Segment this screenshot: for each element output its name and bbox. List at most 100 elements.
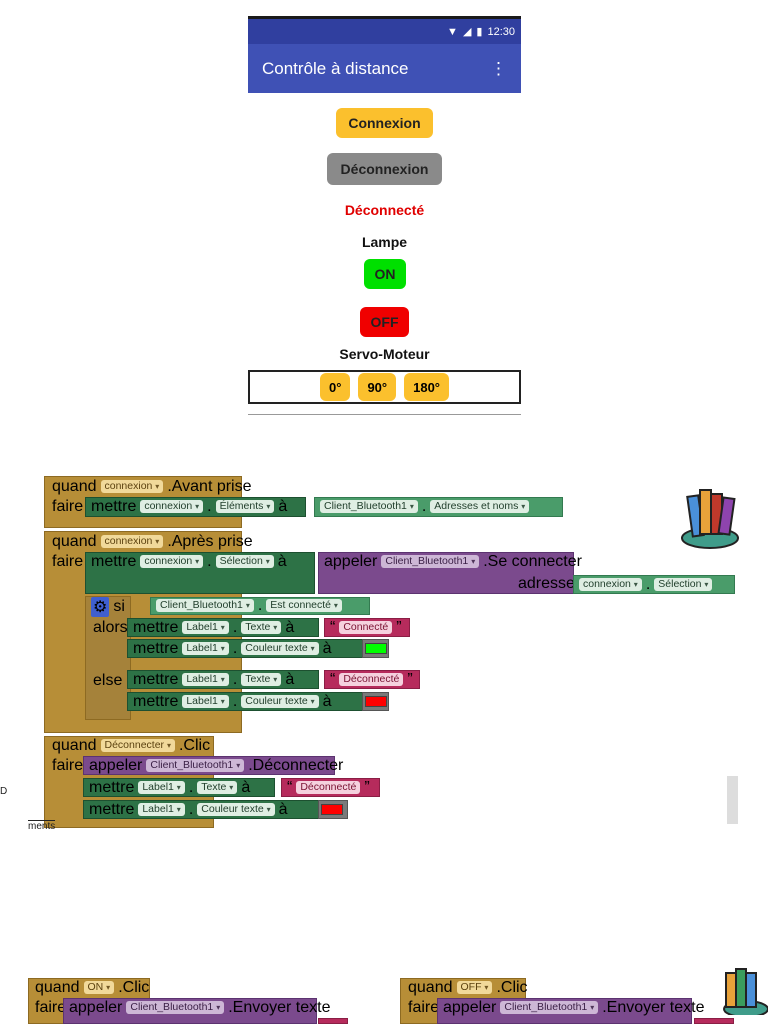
a-label: à: [322, 692, 332, 710]
texte-dropdown[interactable]: Texte ▾: [241, 673, 282, 686]
side-fragment: D: [0, 786, 8, 797]
servo-0-button[interactable]: 0°: [320, 373, 351, 401]
client-dropdown[interactable]: Client_Bluetooth1 ▾: [156, 599, 254, 612]
appeler-label: appeler: [69, 998, 123, 1016]
if-else-block[interactable]: [85, 596, 131, 720]
off-button[interactable]: OFF: [360, 307, 409, 337]
set-label-color-row: mettre Label1 ▾ . Couleur texte ▾ à: [89, 800, 288, 818]
text-deconnecte-row: “Déconnecté”: [330, 670, 413, 688]
color-red-block[interactable]: [362, 692, 389, 711]
deconnecte-text[interactable]: Déconnecté: [339, 673, 404, 686]
alors-label-row: alors: [88, 619, 133, 636]
mettre-label: mettre: [89, 800, 135, 818]
green-swatch[interactable]: [365, 643, 387, 654]
deconnecter-dropdown[interactable]: Déconnecter ▾: [100, 739, 175, 752]
texte-dropdown[interactable]: Texte ▾: [197, 781, 238, 794]
gear-icon[interactable]: ⚙: [91, 596, 110, 617]
app-title: Contrôle à distance: [262, 58, 409, 78]
wifi-icon: ▼: [447, 25, 458, 38]
couleur-dropdown[interactable]: Couleur texte ▾: [241, 695, 319, 708]
red-swatch[interactable]: [321, 804, 343, 815]
divider: [248, 414, 521, 415]
connexion-dropdown[interactable]: connexion ▾: [579, 578, 642, 591]
text-value-block[interactable]: [694, 1018, 734, 1024]
a-label: à: [285, 618, 295, 636]
faire-label-row: faire: [403, 999, 444, 1016]
connexion-dropdown[interactable]: connexion ▾: [100, 535, 164, 548]
method-name: .Envoyer texte: [602, 998, 705, 1016]
red-swatch[interactable]: [365, 696, 387, 707]
off-dropdown[interactable]: OFF ▾: [456, 981, 493, 994]
client-dropdown[interactable]: Client_Bluetooth1 ▾: [381, 555, 480, 568]
call-envoyer-row: appeler Client_Bluetooth1 ▾ .Envoyer tex…: [64, 999, 336, 1016]
label1-dropdown[interactable]: Label1 ▾: [182, 695, 229, 708]
quand-label: quand: [52, 477, 97, 495]
elements-dropdown[interactable]: Éléments ▾: [215, 500, 275, 513]
trash-icon[interactable]: [720, 965, 768, 1015]
quand-label: quand: [408, 978, 453, 996]
connexion-dropdown[interactable]: connexion ▾: [100, 480, 164, 493]
set-label-text-row: mettre Label1 ▾ . Texte ▾ à: [133, 618, 295, 636]
couleur-dropdown[interactable]: Couleur texte ▾: [241, 642, 319, 655]
client-dropdown[interactable]: Client_Bluetooth1 ▾: [500, 1001, 599, 1014]
si-label: si: [113, 597, 125, 615]
get-connexion-selection-row: connexion ▾ . Sélection ▾: [574, 576, 717, 593]
servo-button-row: 0° 90° 180°: [248, 370, 521, 404]
connexion-dropdown[interactable]: connexion ▾: [140, 555, 204, 568]
texte-dropdown[interactable]: Texte ▾: [241, 621, 282, 634]
color-red-block[interactable]: [318, 800, 348, 819]
selection-dropdown[interactable]: Sélection ▾: [654, 578, 713, 591]
connect-button[interactable]: Connexion: [336, 108, 433, 138]
servo-180-button[interactable]: 180°: [404, 373, 449, 401]
servo-label: Servo-Moteur: [339, 346, 430, 362]
event-name: .Clic: [178, 736, 211, 754]
scroll-fragment: [727, 776, 738, 824]
on-dropdown[interactable]: ON ▾: [83, 981, 115, 994]
a-label: à: [322, 639, 332, 657]
a-label: à: [277, 552, 287, 570]
on-button[interactable]: ON: [364, 259, 406, 289]
quand-label: quand: [52, 736, 97, 754]
event-name: .Clic: [496, 978, 528, 996]
quand-label: quand: [35, 978, 80, 996]
couleur-dropdown[interactable]: Couleur texte ▾: [197, 803, 275, 816]
servo-90-button[interactable]: 90°: [358, 373, 397, 401]
battery-icon: ▮: [476, 26, 483, 38]
faire-label: faire: [52, 552, 84, 570]
more-vert-icon[interactable]: ⋮: [490, 58, 507, 78]
set-label-color-row: mettre Label1 ▾ . Couleur texte ▾ à: [133, 639, 332, 657]
adresses-dropdown[interactable]: Adresses et noms ▾: [430, 500, 530, 513]
mettre-label: mettre: [91, 552, 137, 570]
text-value-block[interactable]: [318, 1018, 348, 1024]
on-clic-header: quand ON ▾ .Clic: [30, 979, 154, 996]
color-green-block[interactable]: [362, 639, 389, 658]
alors-label: alors: [93, 618, 128, 636]
event-name: .Après prise: [167, 532, 253, 550]
else-label: else: [93, 671, 123, 689]
trash-icon[interactable]: [680, 480, 740, 552]
deconnecte-text[interactable]: Déconnecté: [296, 781, 361, 794]
label1-dropdown[interactable]: Label1 ▾: [182, 642, 229, 655]
client-dropdown[interactable]: Client_Bluetooth1 ▾: [146, 759, 245, 772]
off-clic-header: quand OFF ▾ .Clic: [403, 979, 533, 996]
client-dropdown[interactable]: Client_Bluetooth1 ▾: [320, 500, 418, 513]
set-label-text-row: mettre Label1 ▾ . Texte ▾ à: [89, 778, 251, 796]
mettre-label: mettre: [133, 618, 179, 636]
status-time: 12:30: [487, 25, 515, 38]
adresse-label-row: adresse: [513, 575, 580, 592]
label1-dropdown[interactable]: Label1 ▾: [182, 621, 229, 634]
label1-dropdown[interactable]: Label1 ▾: [182, 673, 229, 686]
selection-dropdown[interactable]: Sélection ▾: [215, 555, 274, 568]
label1-dropdown[interactable]: Label1 ▾: [138, 781, 185, 794]
disconnect-button[interactable]: Déconnexion: [327, 153, 442, 185]
connecte-text[interactable]: Connecté: [339, 621, 393, 634]
label1-dropdown[interactable]: Label1 ▾: [138, 803, 185, 816]
method-name: .Envoyer texte: [228, 998, 331, 1016]
a-label: à: [285, 670, 295, 688]
text-connecte-row: “Connecté”: [330, 618, 402, 636]
client-dropdown[interactable]: Client_Bluetooth1 ▾: [126, 1001, 225, 1014]
est-connecte-dropdown[interactable]: Est connecté ▾: [266, 599, 342, 612]
connexion-dropdown[interactable]: connexion ▾: [140, 500, 204, 513]
set-label-text-row: mettre Label1 ▾ . Texte ▾ à: [133, 670, 295, 688]
faire-label-row: faire: [47, 757, 88, 774]
